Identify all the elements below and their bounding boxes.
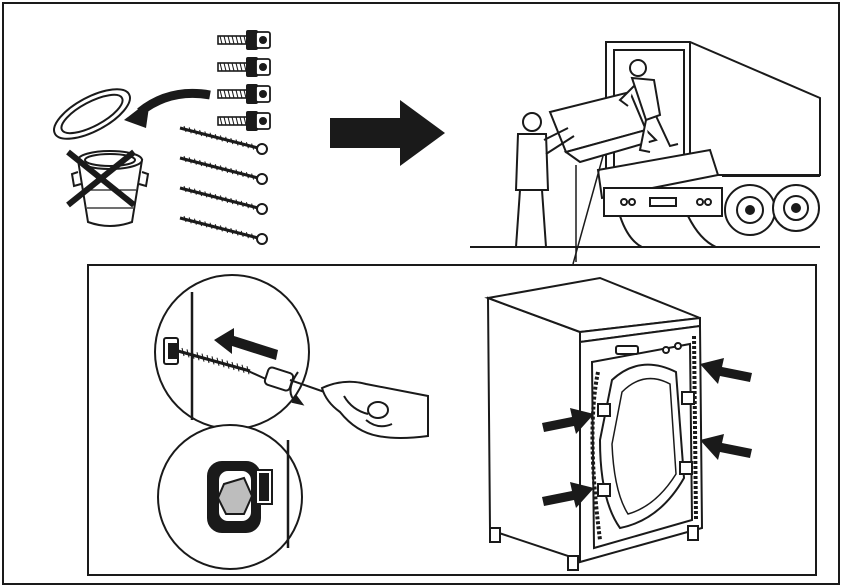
bolt-thread <box>177 347 251 375</box>
arrow-pointer-icon <box>542 408 594 434</box>
washing-machine-rear-icon <box>484 276 704 571</box>
wood-screws-group <box>179 125 268 245</box>
wood-screw-icon <box>179 125 268 155</box>
trash-bin-crossed-icon <box>53 88 150 227</box>
arrow-pointer-icon <box>542 482 594 508</box>
screwdriver-icon <box>245 366 337 406</box>
bolt-spacer-detail-circle <box>157 424 303 570</box>
arrow-pointer-icon <box>700 434 752 460</box>
bolt-spacer-icon <box>207 461 273 533</box>
person-lifting-icon <box>514 112 575 248</box>
transit-bolt-icon <box>217 111 271 131</box>
pointer-arrows-group <box>542 358 752 508</box>
wood-screw-icon <box>179 185 268 215</box>
person-carrying-icon <box>618 59 679 153</box>
transit-bolt-icon <box>217 57 271 77</box>
curved-arrow-icon <box>124 88 211 128</box>
delivery-truck-icon <box>470 41 821 248</box>
hand-icon <box>320 380 429 439</box>
big-arrow-right-icon <box>330 100 445 166</box>
wood-screw-icon <box>179 215 268 245</box>
transit-bolt-icon <box>217 84 271 104</box>
screwdriver-detail-circle <box>154 274 429 439</box>
transit-bolts-group <box>217 30 271 131</box>
wood-screw-icon <box>179 155 268 185</box>
push-arrow-icon <box>214 328 278 360</box>
arrow-pointer-icon <box>700 358 752 384</box>
transit-bolt-icon <box>217 30 271 50</box>
